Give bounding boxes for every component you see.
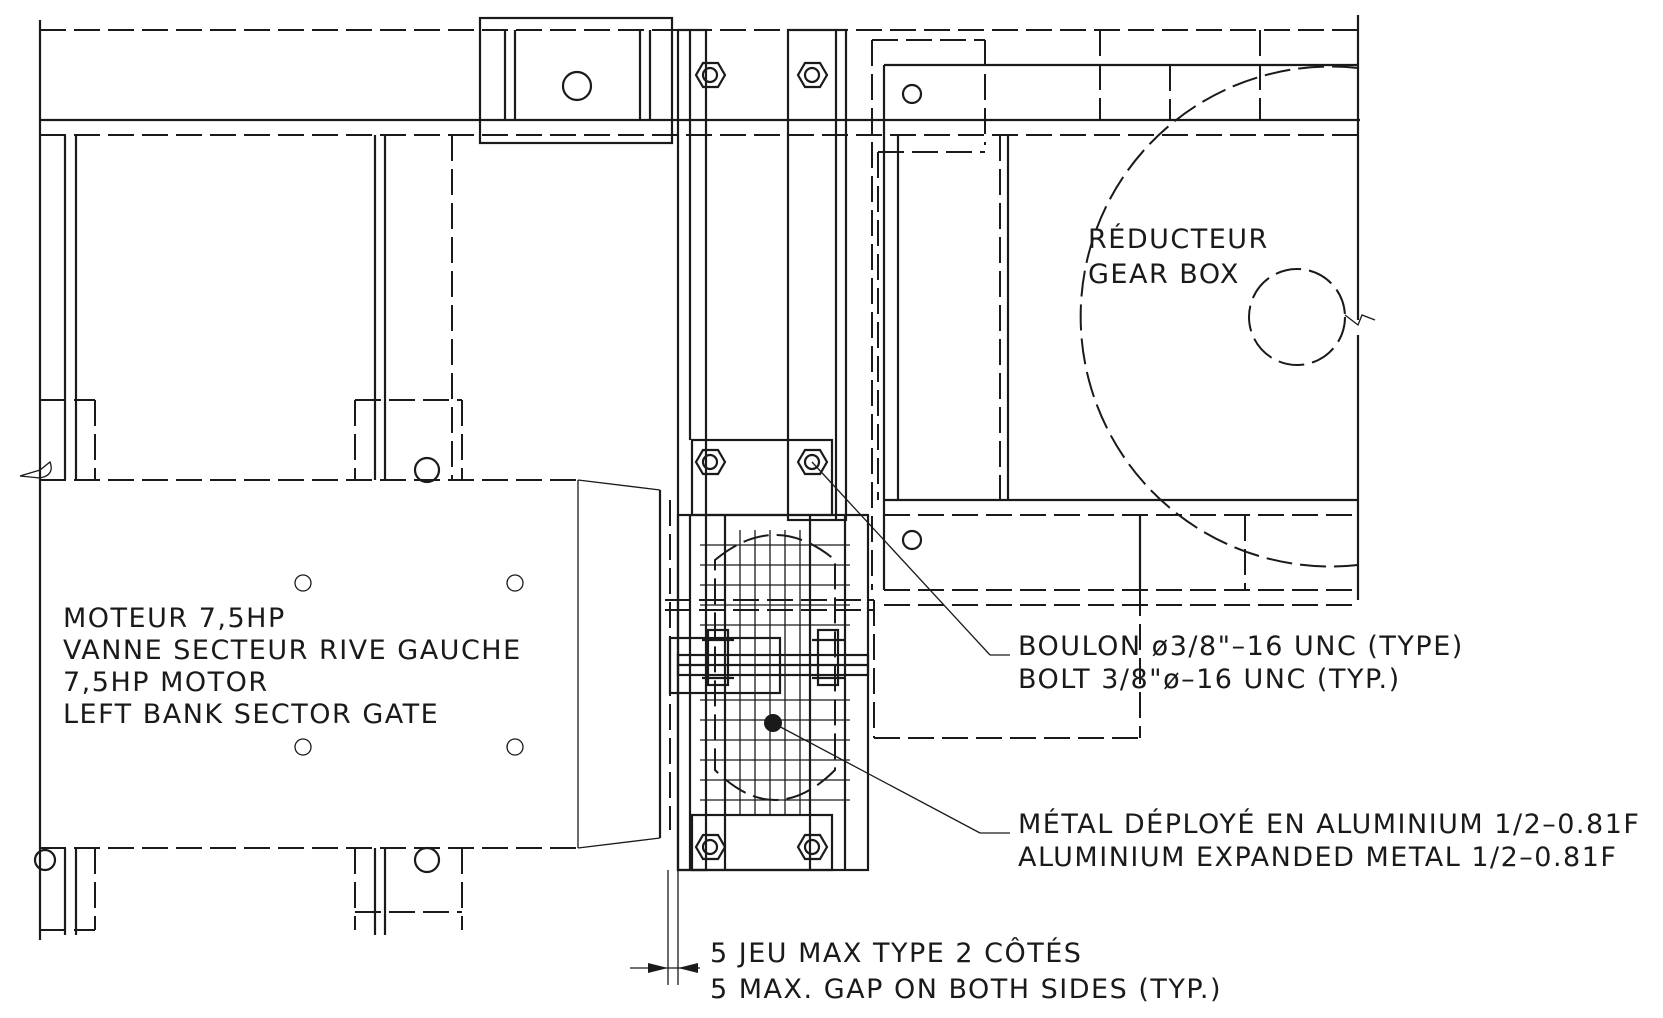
right-frame [665, 30, 1358, 739]
hex-bolt-icon [694, 61, 727, 89]
motor-feet-bottom [33, 846, 463, 935]
top-clamp-plate [478, 16, 674, 145]
gap-label-fr: 5 JEU MAX TYPE 2 CÔTÉS [710, 937, 1082, 969]
left-posts [19, 135, 463, 484]
motor-label-fr-1: MOTEUR 7,5HP [63, 603, 286, 634]
mesh-label-en: ALUMINIUM EXPANDED METAL 1/2–0.81F [1018, 842, 1617, 873]
hex-bolt-icon [796, 448, 829, 476]
motor-label-en-2: LEFT BANK SECTOR GATE [63, 699, 439, 730]
bolt-label-en: BOLT 3/8"ø–16 UNC (TYP.) [1018, 664, 1401, 695]
motor-label-fr-2: VANNE SECTEUR RIVE GAUCHE [63, 635, 522, 666]
expanded-metal-mesh [700, 530, 850, 815]
motor-body [40, 479, 671, 849]
leader-lines [772, 461, 1010, 834]
motor-label-en-1: 7,5HP MOTOR [63, 667, 269, 698]
gearbox-label-fr: RÉDUCTEUR [1088, 223, 1269, 255]
hex-bolt-icon [796, 61, 829, 89]
mesh-label-fr: MÉTAL DÉPLOYÉ EN ALUMINIUM 1/2–0.81F [1018, 808, 1640, 840]
bolt-label-fr: BOULON ø3/8"–16 UNC (TYPE) [1018, 631, 1464, 662]
gearbox-label-en: GEAR BOX [1088, 259, 1240, 290]
gap-label-en: 5 MAX. GAP ON BOTH SIDES (TYP.) [710, 974, 1222, 1005]
hex-bolt-icon [796, 833, 829, 861]
gap-dimension [630, 870, 700, 985]
gear-box [1079, 65, 1376, 568]
bolts [694, 61, 844, 861]
guard-box [668, 513, 870, 872]
top-beam [38, 15, 1360, 940]
hex-bolt-icon [694, 833, 727, 861]
hex-bolt-icon [694, 448, 727, 476]
